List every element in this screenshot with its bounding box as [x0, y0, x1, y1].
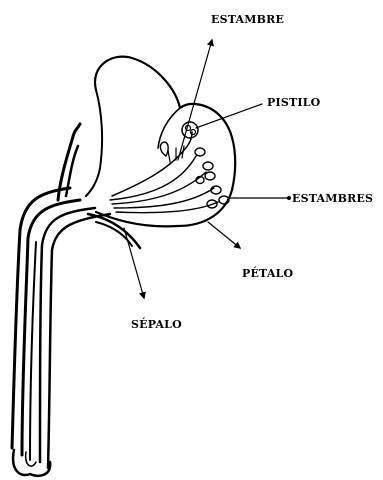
stem — [12, 188, 110, 476]
leader-lines — [124, 40, 291, 298]
estambres-pointer-dot — [287, 196, 291, 200]
label-petalo: PÉTALO — [242, 266, 294, 280]
petalo-pointer — [208, 222, 240, 248]
label-pistilo: PISTILO — [267, 96, 321, 109]
label-estambre: ESTAMBRE — [211, 13, 284, 26]
petal — [86, 57, 235, 227]
label-estambres: ESTAMBRES — [292, 192, 373, 205]
label-sepalo: SÉPALO — [131, 317, 182, 331]
sepal — [58, 124, 140, 248]
estambre-pointer — [178, 40, 212, 160]
stamens — [110, 142, 229, 213]
